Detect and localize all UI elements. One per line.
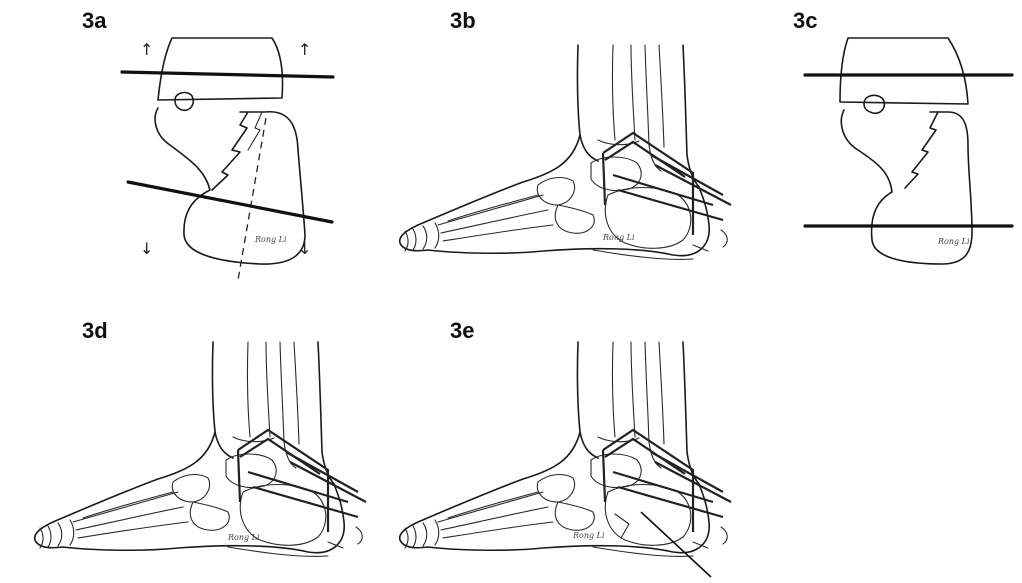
signature-3a: Rong Li xyxy=(254,235,287,244)
signature-3b: Rong Li xyxy=(602,233,635,242)
panel-label-3e: 3e xyxy=(450,318,475,343)
arrow-down-right: ↓ xyxy=(298,239,311,258)
panel-label-3a: 3a xyxy=(82,8,107,33)
fracture-line xyxy=(211,111,249,191)
tibia-fragment xyxy=(157,37,284,101)
joint-circle xyxy=(174,91,195,112)
fracture-line-secondary xyxy=(247,111,263,151)
calcaneus-outline xyxy=(154,107,306,265)
panel-label-3b: 3b xyxy=(450,8,476,33)
arrow-down-left: ↓ xyxy=(140,239,153,258)
pointer-line xyxy=(640,511,712,578)
panel-3a-diagram: Rong Li xyxy=(120,37,335,281)
signature-3e: Rong Li xyxy=(572,531,605,540)
panel-3e-foot-fixator: Rong Li xyxy=(398,340,733,578)
lower-pin xyxy=(126,180,334,224)
arrow-up-right: ↑ xyxy=(298,40,311,59)
dashed-axis xyxy=(237,117,267,281)
panel-label-3d: 3d xyxy=(82,318,108,343)
calcaneus-outline-3c xyxy=(840,109,973,265)
panel-label-3c: 3c xyxy=(793,8,818,33)
panel-3d-foot-fixator: Rong Li xyxy=(33,340,368,558)
panel-3b-foot-fixator: Rong Li xyxy=(398,43,733,261)
tibia-fragment-3c xyxy=(839,37,969,105)
signature-3d: Rong Li xyxy=(227,533,260,542)
arrow-up-left: ↑ xyxy=(140,40,153,59)
panel-3c-diagram: Rong Li xyxy=(803,37,1014,265)
reduced-fracture-lines xyxy=(614,513,630,539)
joint-circle-3c xyxy=(863,94,886,115)
upper-pin xyxy=(120,70,335,79)
fracture-line-3c xyxy=(904,111,939,189)
signature-3c: Rong Li xyxy=(937,237,970,246)
